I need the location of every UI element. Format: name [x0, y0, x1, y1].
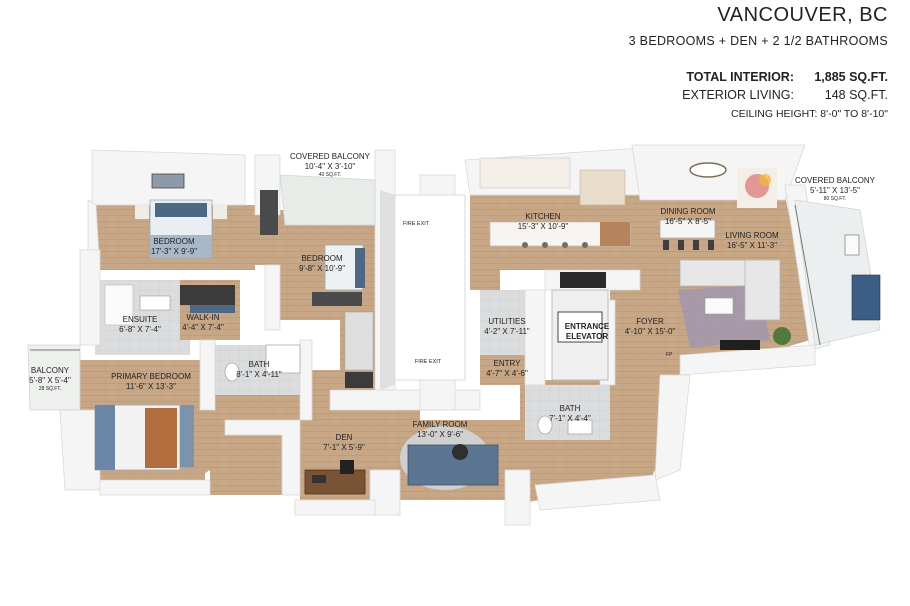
corridor-wall-left	[380, 190, 395, 390]
stat-row-total: TOTAL INTERIOR: 1,885 SQ.FT.	[682, 68, 888, 86]
room-dim: 7'-1" X 4'-4"	[549, 414, 591, 423]
room-area: 80 SQ.FT.	[823, 196, 847, 202]
room-name: WALK-IN	[186, 313, 220, 322]
room-label-balcony: BALCONY 5'-8" X 5'-4" 28 SQ.FT.	[29, 366, 71, 393]
fire-exit-label-bottom: FIRE EXIT	[414, 359, 442, 365]
room-dim: 13'-0" X 9'-6"	[416, 430, 464, 439]
room-dim: 16'-5" X 8'-5"	[664, 217, 712, 226]
room-name: BATH	[248, 360, 270, 369]
room-label-living-room: LIVING ROOM 16'-5" X 11'-3"	[725, 231, 778, 251]
fireplace-marker: FP	[666, 352, 673, 358]
room-name: COVERED BALCONY	[289, 152, 371, 161]
stat-row-exterior: EXTERIOR LIVING: 148 SQ.FT.	[682, 86, 888, 104]
room-dim: 10'-4" X 3'-10"	[304, 162, 356, 171]
room-dim: 4'-4" X 7'-4"	[182, 323, 224, 332]
room-dim: 8'-1" X 4'-11"	[236, 370, 282, 379]
balcony-top	[279, 174, 376, 226]
stat-label: EXTERIOR LIVING:	[682, 88, 794, 102]
room-dim: 5'-8" X 5'-4"	[29, 376, 71, 385]
room-name: BEDROOM	[301, 254, 343, 263]
room-label-family-room: FAMILY ROOM 13'-0" X 9'-6"	[413, 420, 468, 440]
stat-value: 1,885 SQ.FT.	[814, 70, 888, 84]
area-stats: TOTAL INTERIOR: 1,885 SQ.FT. EXTERIOR LI…	[682, 68, 888, 104]
room-name: KITCHEN	[525, 212, 561, 221]
room-label-covered-balcony-top: COVERED BALCONY 10'-4" X 3'-10" 40 SQ.FT…	[290, 152, 370, 179]
entry-floor	[480, 355, 525, 385]
kitchen-cabinets	[479, 157, 571, 189]
room-dim: 4'-2" X 7'-11"	[484, 327, 530, 336]
stat-label: TOTAL INTERIOR:	[686, 70, 794, 84]
elevator-core	[557, 311, 603, 343]
balcony-left	[27, 344, 81, 411]
furniture	[94, 157, 881, 495]
room-name: BEDROOM	[153, 237, 195, 246]
room-dim: 11'-6" X 13'-3"	[126, 382, 176, 391]
room-label-kitchen: KITCHEN 15'-3" X 10'-9"	[518, 212, 569, 232]
room-label-bath-2: BATH 7'-1" X 4'-4"	[549, 404, 591, 424]
room-label-ensuite: ENSUITE 6'-8" X 7'-4"	[119, 315, 161, 335]
room-name: COVERED BALCONY	[794, 176, 876, 185]
room-name: ENTRY	[493, 359, 521, 368]
room-dim: 4'-7" X 4'-6"	[486, 369, 528, 378]
foyer-floor	[610, 290, 680, 400]
room-label-walk-in: WALK-IN 4'-4" X 7'-4"	[182, 313, 224, 333]
elevator-doors	[560, 272, 606, 288]
room-area: 28 SQ.FT.	[38, 386, 62, 392]
tv	[720, 340, 760, 350]
utilities-floor	[480, 290, 525, 365]
room-label-entry: ENTRY 4'-7" X 4'-6"	[486, 359, 528, 379]
room-label-primary-bedroom: PRIMARY BEDROOM 11'-6" X 13'-3"	[111, 372, 191, 392]
room-name: BATH	[559, 404, 581, 413]
stat-value: 148 SQ.FT.	[824, 88, 888, 102]
room-label-bath-1: BATH 8'-1" X 4'-11"	[236, 360, 282, 380]
room-label-bedroom-1: BEDROOM 17'-3" X 9'-9"	[151, 237, 197, 257]
room-name: DINING ROOM	[660, 207, 716, 216]
wall-mirror	[689, 162, 727, 178]
room-dim: 7'-1" X 5'-9"	[323, 443, 365, 452]
artwork	[151, 173, 185, 189]
unit-summary: 3 BEDROOMS + DEN + 2 1/2 BATHROOMS	[628, 34, 888, 48]
room-label-foyer: FOYER 4'-10" X 15'-0"	[625, 317, 676, 337]
bath-2-floor	[525, 385, 610, 440]
room-name: FAMILY ROOM	[412, 420, 468, 429]
room-dim: 5'-11" X 13'-5"	[810, 186, 860, 195]
room-name: PRIMARY BEDROOM	[111, 372, 191, 381]
room-dim: 4'-10" X 15'-0"	[624, 327, 676, 336]
fire-exit-label-top: FIRE EXIT	[402, 221, 430, 227]
room-name: DEN	[335, 433, 353, 442]
room-name: UTILITIES	[488, 317, 526, 326]
ceiling-height: CEILING HEIGHT: 8'-0" TO 8'-10"	[731, 108, 888, 120]
city-title: VANCOUVER, BC	[717, 4, 888, 26]
room-dim: 17'-3" X 9'-9"	[150, 247, 198, 256]
room-name: BALCONY	[30, 366, 70, 375]
room-label-covered-balcony-right: COVERED BALCONY 5'-11" X 13'-5" 80 SQ.FT…	[795, 176, 875, 203]
room-label-den: DEN 7'-1" X 5'-9"	[323, 433, 365, 453]
room-label-utilities: UTILITIES 4'-2" X 7'-11"	[484, 317, 530, 337]
room-dim: 6'-8" X 7'-4"	[119, 325, 161, 334]
room-label-dining-room: DINING ROOM 16'-5" X 8'-5"	[660, 207, 715, 227]
room-name: LIVING ROOM	[725, 231, 779, 240]
room-area: 40 SQ.FT.	[318, 172, 342, 178]
room-label-bedroom-2: BEDROOM 9'-8" X 10'-9"	[299, 254, 345, 274]
room-dim: 16'-5" X 11'-3"	[727, 241, 777, 250]
room-dim: 9'-8" X 10'-9"	[298, 264, 346, 273]
room-name: ENSUITE	[122, 315, 158, 324]
room-label-entrance-elevator: ENTRANCE ELEVATOR	[564, 322, 610, 341]
room-dim: 15'-3" X 10'-9"	[517, 222, 569, 231]
dining-table	[659, 219, 716, 239]
room-name: FOYER	[636, 317, 664, 326]
